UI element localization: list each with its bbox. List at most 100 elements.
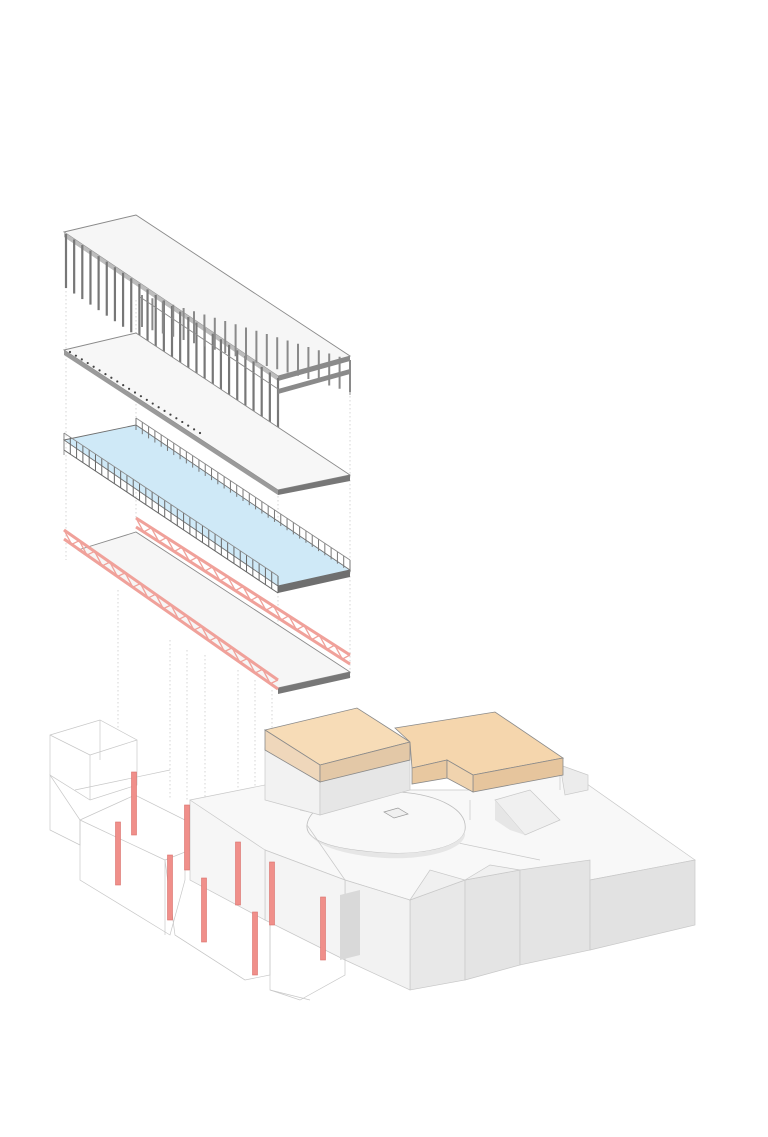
white-box xyxy=(264,747,411,816)
connection-dot xyxy=(68,350,72,354)
truss-web xyxy=(257,595,267,611)
truss-web xyxy=(181,547,191,562)
truss-web xyxy=(270,679,279,685)
truss-web xyxy=(231,647,241,663)
connection-dot xyxy=(139,395,143,398)
truss-web xyxy=(208,636,218,642)
gable-1 xyxy=(409,869,467,901)
connection-dot xyxy=(151,402,154,405)
truss-web xyxy=(227,576,236,591)
truss-web xyxy=(155,593,164,609)
truss-web xyxy=(93,551,103,567)
connection-dot xyxy=(116,380,119,383)
truss-web xyxy=(254,668,263,674)
rear-block xyxy=(559,764,589,796)
truss-web xyxy=(109,561,119,577)
truss-web xyxy=(303,625,313,640)
truss-web xyxy=(239,657,248,663)
truss-web xyxy=(326,644,336,650)
truss-web xyxy=(265,605,274,611)
truss-web xyxy=(173,546,183,553)
truss-web xyxy=(170,604,180,620)
truss-web xyxy=(78,540,88,556)
glazed-floor-layer xyxy=(62,417,352,594)
truss-web xyxy=(63,529,73,545)
slab-connection-dots xyxy=(68,350,202,435)
truss-web xyxy=(166,537,175,552)
truss-web xyxy=(250,595,259,601)
truss-web xyxy=(86,550,95,556)
truss-web xyxy=(204,566,213,572)
truss-web xyxy=(288,615,298,631)
truss-web xyxy=(280,615,290,621)
truss-web xyxy=(216,636,226,652)
glazing-mullions xyxy=(63,418,351,594)
roof-additions xyxy=(263,707,565,793)
connection-dot xyxy=(198,431,202,435)
truss-web xyxy=(147,593,156,599)
truss-web xyxy=(211,566,221,582)
truss-floor-layer xyxy=(63,516,352,694)
truss-web xyxy=(189,556,198,562)
connection-dot xyxy=(127,387,131,390)
intermediate-slab-left-edge xyxy=(64,350,278,495)
truss-web xyxy=(143,527,152,533)
connection-dot xyxy=(157,406,160,409)
connection-dot xyxy=(163,409,166,413)
truss-web xyxy=(124,572,134,588)
connection-dot xyxy=(175,417,178,420)
addition-2-notch-side xyxy=(446,759,474,793)
connection-dot xyxy=(192,428,196,431)
truss-web xyxy=(242,586,252,601)
connection-dot xyxy=(86,361,89,365)
truss-floor-edge xyxy=(278,672,350,694)
steel-column xyxy=(167,854,173,921)
massing-dark-notch xyxy=(340,890,360,960)
massing-side-3 xyxy=(519,859,591,966)
intermediate-slab-layer xyxy=(62,332,352,495)
truss-web xyxy=(101,561,111,567)
connection-dot xyxy=(187,424,190,427)
connection-dot xyxy=(122,384,125,387)
steel-column xyxy=(269,861,275,926)
steel-column xyxy=(184,804,190,871)
truss-chord-bottom xyxy=(63,537,279,691)
truss-web xyxy=(163,604,172,610)
truss-web xyxy=(200,626,210,642)
connection-dot xyxy=(92,365,95,368)
connection-dot xyxy=(145,398,148,401)
truss-web xyxy=(334,644,343,660)
steel-column xyxy=(252,911,258,976)
truss-web xyxy=(135,517,145,533)
massing-front-3 xyxy=(189,799,266,921)
glazed-floor-edge xyxy=(278,570,350,593)
roof-skylight xyxy=(383,807,409,819)
massing-side-2 xyxy=(464,869,521,981)
truss-web xyxy=(193,625,202,631)
existing-building-layer xyxy=(49,707,696,1001)
connection-dot xyxy=(80,358,83,361)
roof-columns xyxy=(64,234,351,432)
truss-web xyxy=(296,625,305,631)
truss-web xyxy=(139,583,149,599)
truss-web xyxy=(196,556,206,572)
roof-structure-layer xyxy=(62,214,352,432)
truss-right xyxy=(135,516,351,666)
truss-web xyxy=(132,582,141,588)
truss-web xyxy=(318,635,328,650)
truss-web xyxy=(224,647,233,653)
truss-web xyxy=(158,536,167,543)
truss-web xyxy=(246,658,256,674)
massing-side-4 xyxy=(589,859,696,951)
steel-column xyxy=(115,821,121,886)
steel-column xyxy=(320,896,326,961)
steel-column xyxy=(131,771,137,836)
gable-2 xyxy=(464,864,521,881)
connection-dot xyxy=(181,420,184,424)
connection-dot xyxy=(133,391,137,394)
truss-web xyxy=(262,668,271,684)
truss-web xyxy=(342,654,351,660)
truss-web xyxy=(71,540,80,545)
connection-dot xyxy=(74,354,78,357)
connection-dot xyxy=(104,372,107,376)
